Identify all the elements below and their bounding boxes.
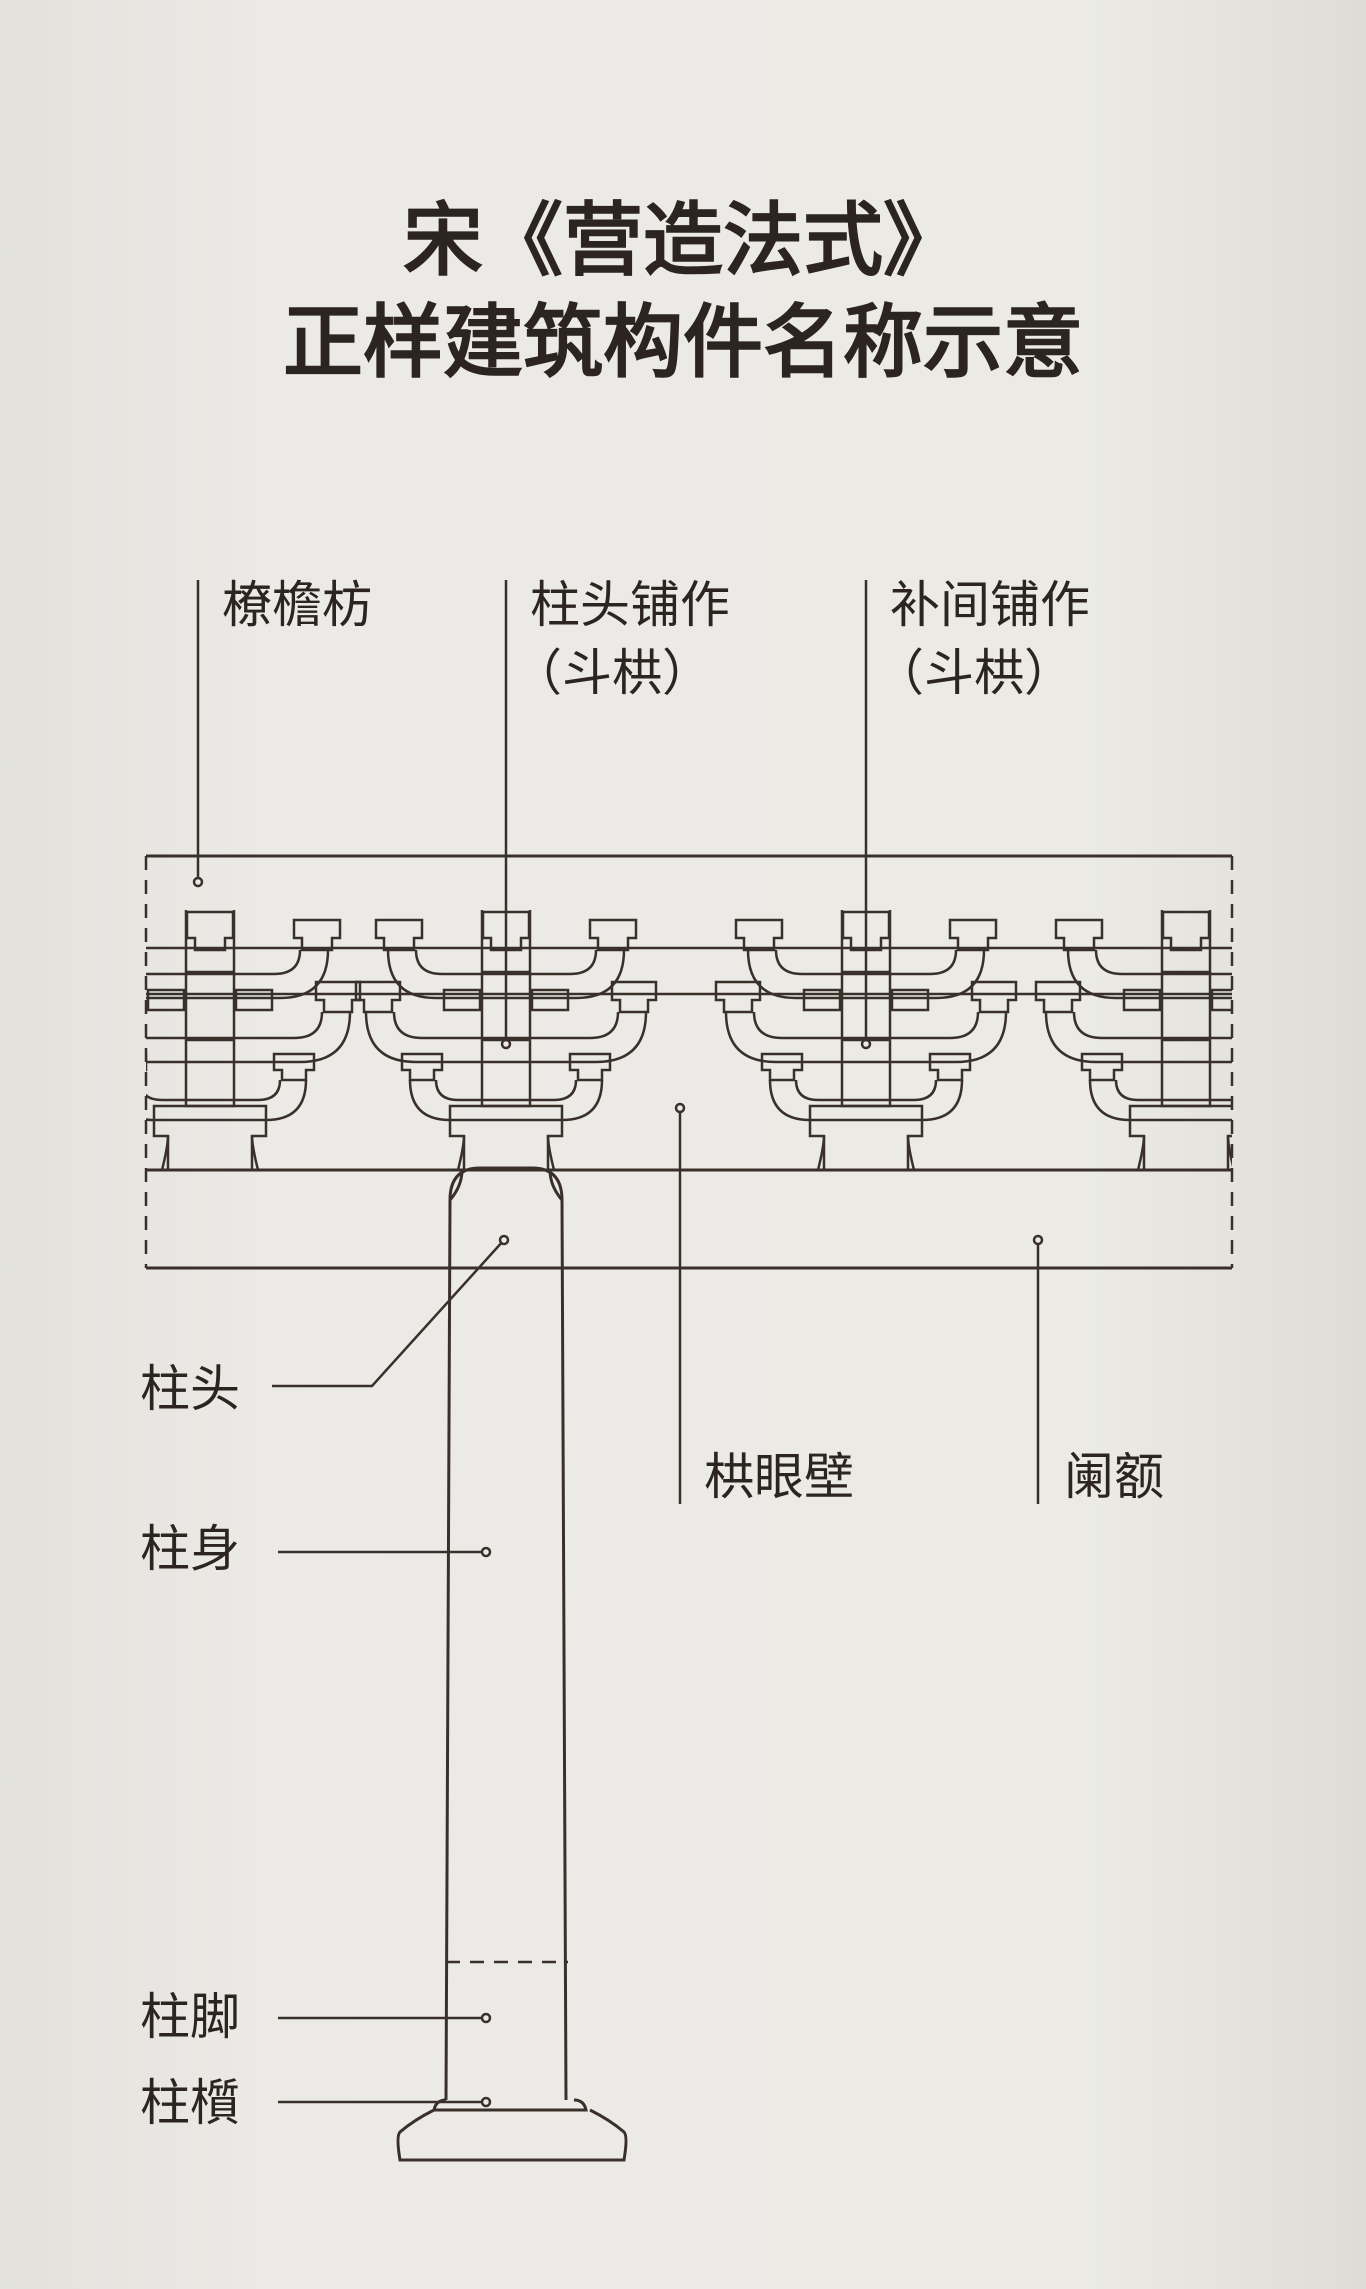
label-bu-jian-pu-zuo: 补间铺作 xyxy=(890,576,1090,634)
bracket-right-edge xyxy=(1034,908,1232,1172)
label-gong-yan-bi: 栱眼壁 xyxy=(704,1448,854,1506)
label-zhu-shen: 柱身 xyxy=(140,1520,240,1578)
column xyxy=(396,1166,628,2162)
top-leader-lines xyxy=(192,580,872,1050)
label-zhu-tou: 柱头 xyxy=(140,1360,240,1418)
label-zhu-zhi: 柱櫍 xyxy=(140,2074,240,2132)
label-bu-jian-pu-zuo-sub: （斗栱） xyxy=(874,644,1074,702)
leader-zhu-tou xyxy=(272,1239,505,1388)
title-line-1: 宋《营造法式》 xyxy=(403,193,963,287)
label-lan-e: 阑额 xyxy=(1064,1448,1164,1506)
entablature-frame xyxy=(144,854,1234,1270)
bracket-intermediate xyxy=(714,908,1018,1172)
label-zhu-tou-pu-zuo-sub: （斗栱） xyxy=(512,644,712,702)
bracket-left-edge xyxy=(146,908,362,1172)
label-liao-yan-fang: 橑檐枋 xyxy=(222,576,372,634)
label-zhu-tou-pu-zuo: 柱头铺作 xyxy=(530,576,730,634)
bracket-column-head xyxy=(354,908,658,1172)
title-line-2: 正样建筑构件名称示意 xyxy=(283,295,1083,389)
label-zhu-jiao: 柱脚 xyxy=(140,1988,240,2046)
